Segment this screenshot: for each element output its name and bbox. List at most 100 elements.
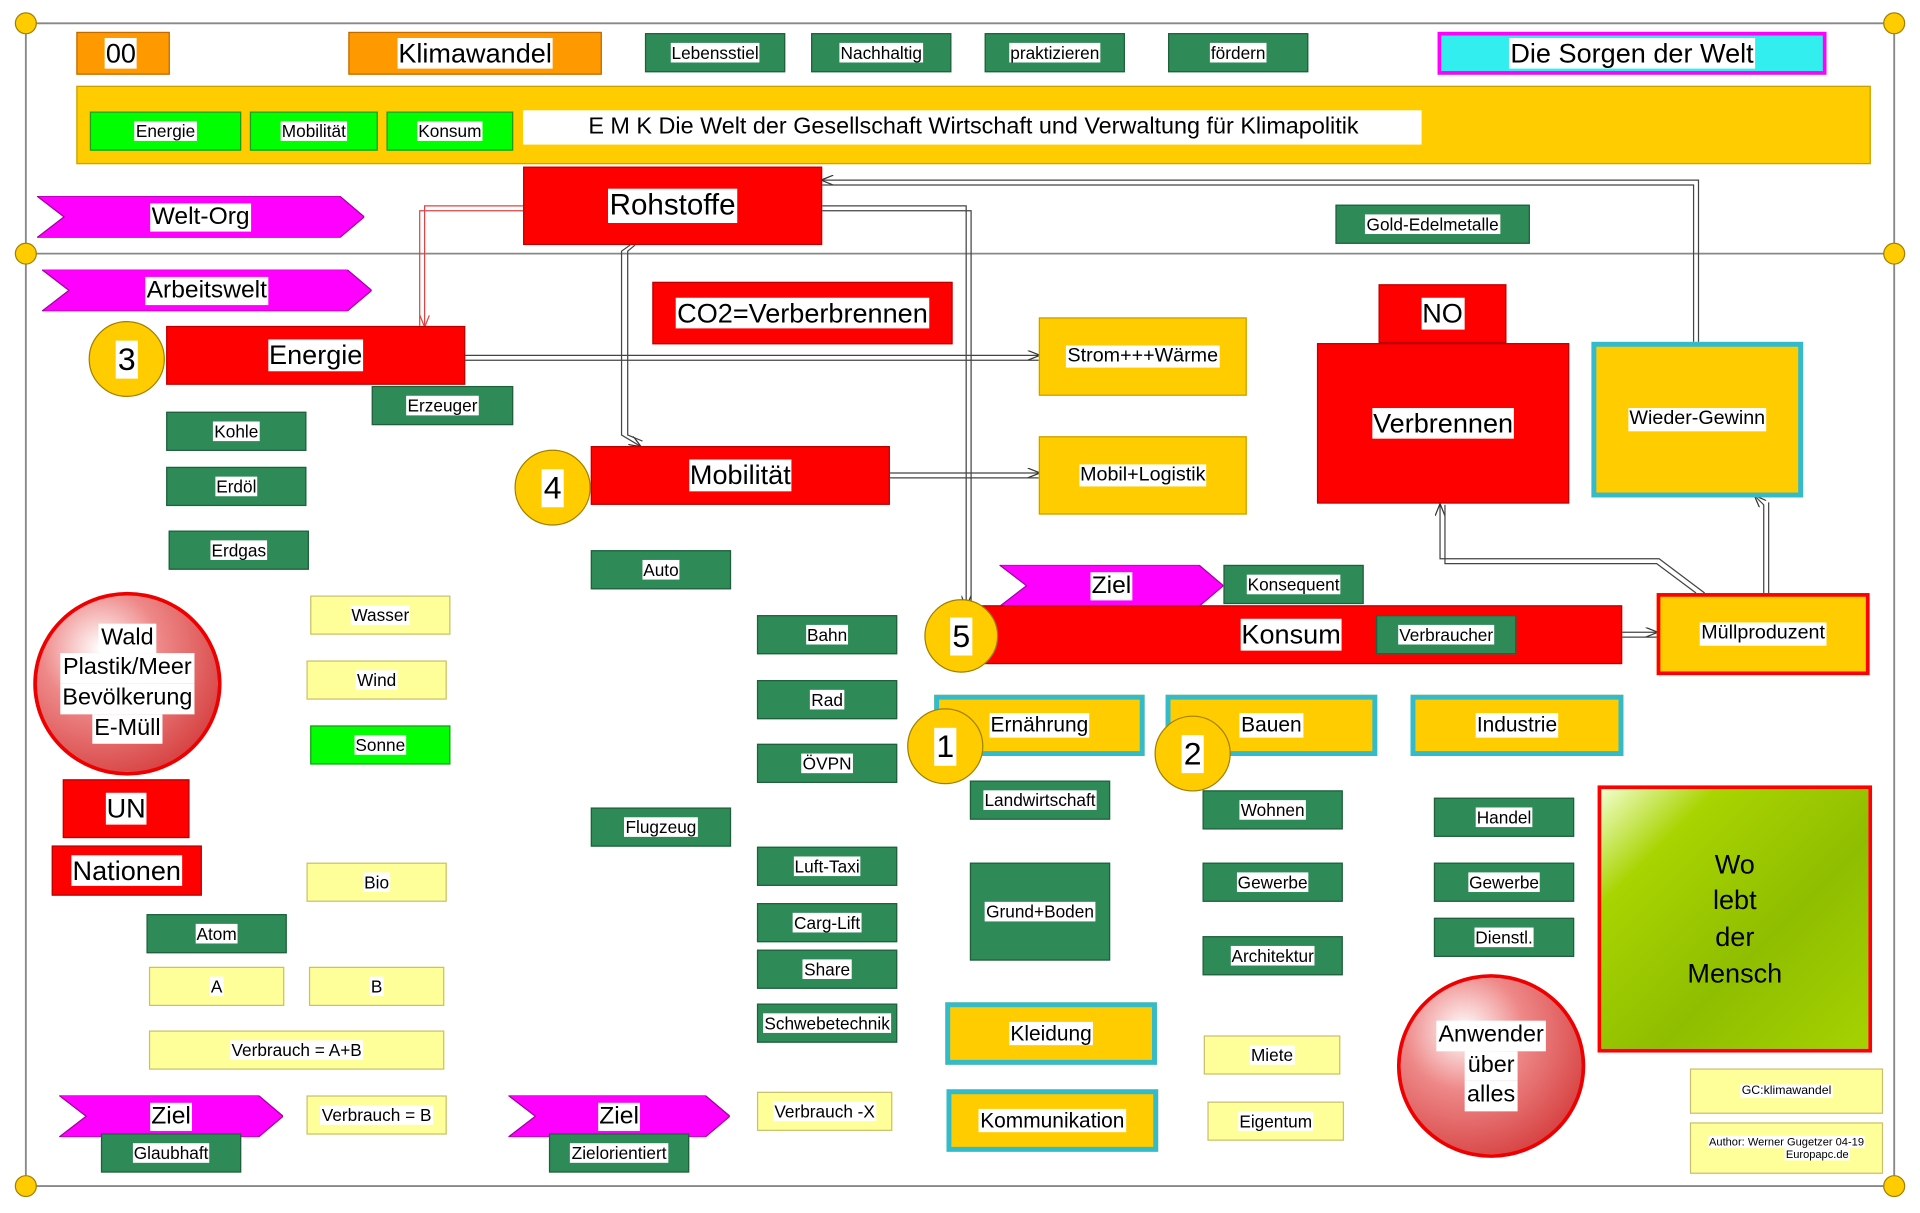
tag-box: Nachhaltig	[811, 33, 952, 73]
wo-lebt-text: lebt	[1712, 885, 1757, 916]
wo-lebt-box: Wo lebt der Mensch	[1597, 785, 1873, 1053]
kommunikation-label: Kommunikation	[978, 1108, 1126, 1133]
banner-chip: Konsum	[386, 111, 514, 151]
tag-box: fördern	[1168, 33, 1309, 73]
chip-label: Konsum	[417, 121, 483, 141]
circle-number: 4	[541, 468, 564, 507]
frame-handle[interactable]	[1883, 12, 1906, 35]
wo-lebt-text: Mensch	[1687, 957, 1783, 989]
frame-handle[interactable]	[1883, 242, 1906, 265]
muellproduzent-label: Müllproduzent	[1700, 622, 1827, 646]
verbraucher-box: Verbraucher	[1376, 615, 1517, 655]
frame-handle[interactable]	[14, 242, 37, 265]
issue-label: E-Müll	[91, 713, 163, 745]
muellproduzent-box: Müllproduzent	[1656, 593, 1870, 676]
energie-label: Energie	[267, 339, 364, 371]
industrie-item-box: Handel	[1433, 797, 1575, 837]
tag-box: praktizieren	[984, 33, 1125, 73]
verbrennen-label: Verbrennen	[1371, 407, 1515, 439]
header-number-box: 00	[76, 31, 170, 75]
author-label: Author: Werner Gugetzer 04-19	[1707, 1135, 1866, 1149]
ziel-konsum-flag: Ziel	[999, 564, 1224, 607]
global-issues-circle: Wald Plastik/Meer Bevölkerung E-Müll	[33, 591, 222, 776]
b-box: B	[308, 966, 445, 1006]
frame-handle[interactable]	[14, 12, 37, 35]
frame-handle[interactable]	[14, 1175, 37, 1198]
nationen-label: Nationen	[71, 855, 183, 887]
renewable-label: Bio	[362, 872, 391, 893]
verbraucher-label: Verbraucher	[1398, 624, 1495, 645]
topic-box: Klimawandel	[348, 31, 602, 75]
mode-label: Bahn	[805, 624, 849, 645]
bauen-item-label: Architektur	[1230, 945, 1316, 966]
renewable-box: Wind	[306, 660, 447, 700]
page-title: Die Sorgen der Welt	[1509, 37, 1755, 69]
zielorientiert-label: Zielorientiert	[570, 1143, 668, 1163]
circle-number: 5	[949, 616, 973, 655]
bauen-item-label: Gewerbe	[1236, 872, 1309, 893]
banner-text: E M K Die Welt der Gesellschaft Wirtscha…	[523, 110, 1422, 145]
issue-label: Bevölkerung	[59, 683, 195, 714]
erzeuger-box: Erzeuger	[371, 385, 514, 426]
frame-handle[interactable]	[1883, 1175, 1906, 1198]
source-label: Erdöl	[214, 476, 258, 497]
chip-label: Energie	[134, 121, 197, 141]
no-label: NO	[1420, 298, 1465, 330]
eigentum-label: Eigentum	[1238, 1111, 1314, 1132]
konsum-number-circle: 5	[924, 599, 999, 673]
circle-number: 2	[1181, 734, 1205, 773]
kleidung-box: Kleidung	[945, 1002, 1157, 1065]
konsum-label: Konsum	[1240, 619, 1343, 651]
miete-label: Miete	[1249, 1045, 1295, 1065]
flugzeug-label: Flugzeug	[624, 817, 698, 837]
glaubhaft-label: Glaubhaft	[132, 1143, 210, 1163]
miete-box: Miete	[1203, 1035, 1341, 1075]
anwender-text: Anwender	[1435, 1020, 1547, 1051]
site-label: Europapc.de	[1784, 1148, 1850, 1161]
wieder-gewinn-label: Wieder-Gewinn	[1628, 408, 1767, 431]
ernaehrung-number-circle: 1	[907, 708, 984, 785]
bauen-label: Bauen	[1239, 713, 1303, 738]
mobil-logistik-label: Mobil+Logistik	[1078, 464, 1207, 487]
atom-box: Atom	[146, 914, 287, 954]
ziel-flag: Ziel	[508, 1095, 730, 1138]
source-box: Erdöl	[166, 466, 307, 507]
industrie-box: Industrie	[1410, 694, 1624, 757]
header-number: 00	[104, 37, 138, 69]
welt-org-flag: Welt-Org	[36, 196, 365, 238]
ernaehrung-item-label: Landwirtschaft	[983, 790, 1097, 810]
glaubhaft-box: Glaubhaft	[100, 1133, 242, 1173]
konsequent-box: Konsequent	[1223, 564, 1364, 605]
renewable-label: Wasser	[350, 605, 411, 625]
author-box: Author: Werner Gugetzer 04-19 Europapc.d…	[1689, 1122, 1884, 1174]
energie-number-circle: 3	[88, 321, 165, 397]
mobilitaet-label: Mobilität	[688, 459, 792, 491]
topic-label: Klimawandel	[397, 37, 554, 69]
verbrauch-x-box: Verbrauch -X	[756, 1091, 893, 1131]
industrie-item-label: Handel	[1475, 807, 1533, 828]
gold-label: Gold-Edelmetalle	[1365, 214, 1500, 235]
strom-box: Strom+++Wärme	[1038, 317, 1247, 396]
future-mode-label: Carg-Lift	[792, 912, 862, 933]
kommunikation-box: Kommunikation	[946, 1089, 1159, 1152]
future-mode-label: Luft-Taxi	[793, 856, 861, 877]
source-box: Kohle	[166, 411, 307, 451]
industrie-item-box: Gewerbe	[1433, 862, 1575, 902]
gc-box: GC:klimawandel	[1689, 1068, 1884, 1114]
konsum-box: Konsum	[960, 605, 1623, 665]
renewable-box: Sonne	[310, 725, 451, 765]
future-mode-label: Share	[802, 959, 852, 980]
flag-label: Ziel	[1090, 571, 1133, 600]
flag-label: Welt-Org	[150, 202, 251, 231]
b-label: B	[369, 976, 384, 997]
gold-box: Gold-Edelmetalle	[1335, 204, 1530, 244]
mode-box: ÖVPN	[756, 743, 898, 783]
kleidung-label: Kleidung	[1009, 1021, 1094, 1046]
chip-label: Mobilität	[280, 121, 348, 141]
mode-label: ÖVPN	[801, 753, 853, 774]
mobilitaet-box: Mobilität	[590, 446, 890, 505]
mobil-logistik-box: Mobil+Logistik	[1038, 436, 1247, 515]
auto-label: Auto	[641, 559, 680, 580]
